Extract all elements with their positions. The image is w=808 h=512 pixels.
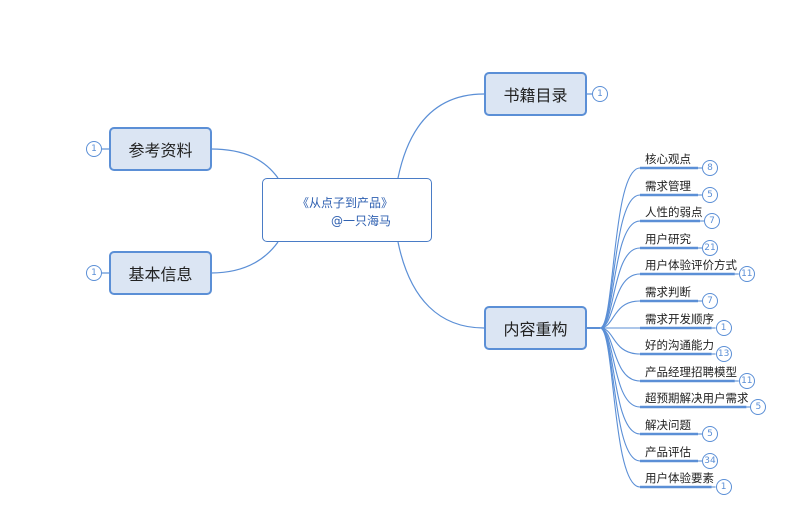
connector-subtopic — [599, 273, 641, 329]
collapsed-count-badge[interactable]: 7 — [704, 213, 720, 229]
collapsed-count-badge[interactable]: 7 — [702, 293, 718, 309]
connector-subtopic — [599, 300, 641, 329]
collapsed-count-badge[interactable]: 5 — [750, 399, 767, 415]
central-title: 《从点子到产品》 — [297, 196, 394, 210]
subtopic-label[interactable]: 需求管理 — [645, 179, 691, 193]
collapsed-count-badge[interactable]: 5 — [702, 187, 718, 203]
collapsed-count-badge[interactable]: 13 — [715, 346, 732, 362]
collapsed-count-badge[interactable]: 1 — [715, 320, 732, 336]
topic-references[interactable]: 参考资料 — [109, 127, 212, 171]
topic-basic-info[interactable]: 基本信息 — [109, 251, 212, 295]
connector-subtopic — [599, 327, 641, 435]
collapsed-count-badge[interactable]: 21 — [702, 240, 718, 256]
subtopic-label[interactable]: 核心观点 — [645, 152, 691, 166]
central-topic[interactable]: 《从点子到产品》 @一只海马 — [262, 178, 432, 242]
connector-subtopic — [599, 220, 641, 329]
subtopic-label[interactable]: 产品评估 — [645, 445, 691, 459]
collapsed-count-badge[interactable]: 1 — [592, 86, 608, 102]
topic-label: 内容重构 — [503, 320, 568, 339]
connector-basic-info — [210, 241, 279, 274]
connector-subtopic — [599, 327, 641, 488]
collapsed-count-badge[interactable]: 1 — [715, 479, 732, 495]
subtopic-label[interactable]: 超预期解决用户需求 — [645, 391, 749, 405]
collapsed-count-badge[interactable]: 11 — [738, 373, 755, 389]
collapsed-count-badge[interactable]: 8 — [702, 160, 718, 176]
topic-label: 参考资料 — [128, 141, 193, 160]
connector-subtopic — [599, 247, 641, 329]
subtopic-label[interactable]: 用户体验评价方式 — [645, 258, 737, 272]
central-author: @一只海马 — [331, 214, 392, 228]
collapsed-count-badge[interactable]: 11 — [738, 266, 755, 282]
topic-label: 基本信息 — [128, 265, 193, 284]
subtopic-label[interactable]: 人性的弱点 — [645, 205, 703, 219]
connector-catalog — [397, 93, 485, 179]
subtopic-label[interactable]: 需求判断 — [645, 285, 691, 299]
connector-content — [397, 241, 485, 329]
topic-label: 书籍目录 — [503, 86, 568, 105]
topic-content[interactable]: 内容重构 — [484, 306, 587, 350]
subtopic-label[interactable]: 产品经理招聘模型 — [645, 365, 737, 379]
connector-references — [210, 148, 279, 179]
collapsed-count-badge[interactable]: 5 — [702, 426, 718, 442]
connector-subtopic — [599, 167, 641, 329]
subtopic-label[interactable]: 好的沟通能力 — [645, 338, 714, 352]
collapsed-count-badge[interactable]: 1 — [86, 265, 102, 281]
subtopic-label[interactable]: 用户研究 — [645, 232, 691, 246]
subtopic-label[interactable]: 用户体验要素 — [645, 471, 714, 485]
topic-catalog[interactable]: 书籍目录 — [484, 72, 587, 116]
connector-subtopic — [599, 194, 641, 329]
subtopic-label[interactable]: 需求开发顺序 — [645, 312, 714, 326]
collapsed-count-badge[interactable]: 34 — [702, 453, 718, 469]
collapsed-count-badge[interactable]: 1 — [86, 141, 102, 157]
subtopic-label[interactable]: 解决问题 — [645, 418, 691, 432]
